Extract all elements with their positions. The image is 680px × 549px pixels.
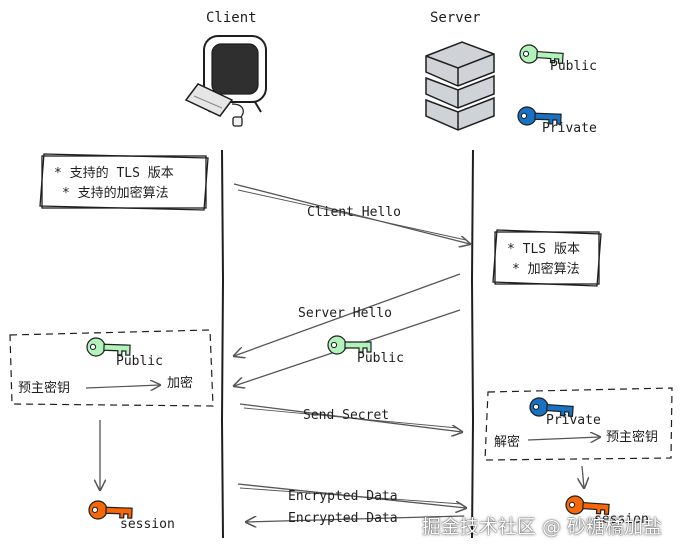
server-label: Server	[430, 10, 481, 26]
client-label: Client	[206, 10, 257, 26]
server-box-line-2: * 加密算法	[512, 262, 580, 277]
send-secret-label: Send Secret	[303, 408, 390, 423]
client-premaster-label: 预主密钥	[18, 381, 71, 396]
client-encrypt-arrow	[85, 385, 160, 388]
server-hello-label: Server Hello	[298, 306, 392, 321]
server-private-key-label: Private	[542, 121, 597, 136]
client-box-line-1: * 支持的 TLS 版本	[54, 166, 174, 181]
server-public-key-label: Public	[550, 59, 597, 74]
server-icon	[425, 41, 495, 131]
client-encrypt-label: 加密	[167, 376, 194, 391]
server-decrypt-private-key-label: Private	[546, 413, 601, 428]
server-decrypt-label: 解密	[494, 435, 521, 450]
server-lifeline	[470, 149, 475, 539]
transit-public-key-label: Public	[357, 351, 404, 366]
server-decrypt-arrow	[527, 437, 600, 440]
client-info-box	[39, 153, 209, 211]
client-encrypt-box	[9, 329, 214, 407]
client-lifeline	[220, 149, 225, 539]
client-public-key-label: Public	[116, 354, 163, 369]
server-decrypt-box	[484, 387, 673, 461]
server-box-line-1: * TLS 版本	[507, 242, 580, 257]
server-hello-arrow-1	[234, 273, 461, 356]
watermark: 掘金技术社区 @ 砂糖橘加盐	[421, 516, 662, 538]
encrypted-data-label-2: Encrypted Data	[288, 511, 398, 526]
encrypted-data-label-1: Encrypted Data	[288, 489, 398, 504]
client-session-key-label: session	[120, 517, 175, 532]
client-hello-arrow	[233, 183, 470, 244]
encrypted-data-arrow-left	[246, 515, 465, 522]
client-hello-label: Client Hello	[307, 205, 401, 220]
server-session-key-label: session	[594, 512, 649, 527]
server-premaster-label: 预主密钥	[606, 430, 659, 445]
client-computer-icon	[184, 35, 267, 127]
server-info-box	[492, 229, 602, 287]
server-session-arrow	[582, 465, 584, 488]
client-box-line-2: * 支持的加密算法	[62, 186, 169, 201]
